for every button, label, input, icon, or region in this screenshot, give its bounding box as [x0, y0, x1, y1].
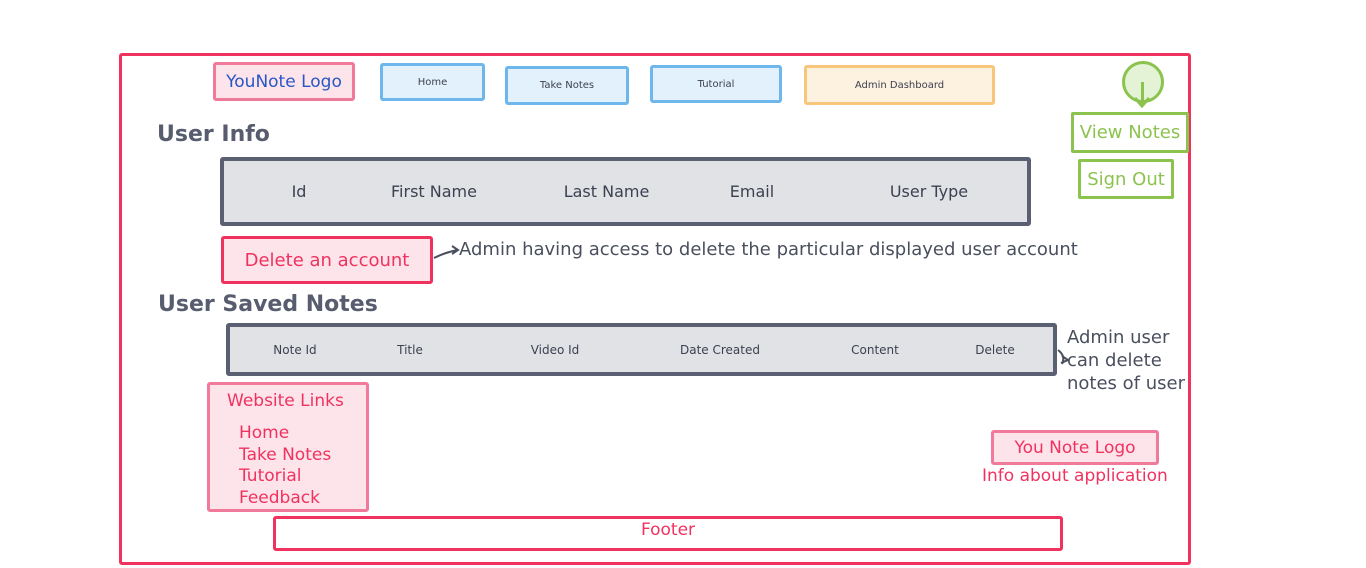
- user-info-table-header: Id First Name Last Name Email User Type: [220, 157, 1031, 226]
- delete-account-arrowhead: [451, 245, 460, 255]
- column-content: Content: [851, 342, 899, 357]
- avatar-pointer: [1141, 82, 1144, 104]
- sign-out-button[interactable]: Sign Out: [1078, 159, 1174, 199]
- footer-link-feedback[interactable]: Feedback: [239, 487, 320, 508]
- column-note-id: Note Id: [273, 342, 317, 357]
- website-links-title: Website Links: [227, 391, 344, 411]
- website-links-list: Home Take Notes Tutorial Feedback: [239, 423, 331, 509]
- nav-tutorial-button[interactable]: Tutorial: [650, 65, 782, 103]
- column-first-name: First Name: [391, 182, 477, 201]
- website-links-box: Website Links Home Take Notes Tutorial F…: [207, 382, 369, 512]
- nav-home-button[interactable]: Home: [380, 63, 485, 101]
- footer-bar: Footer: [273, 516, 1063, 551]
- younote-logo[interactable]: YouNote Logo: [213, 62, 355, 101]
- delete-account-button[interactable]: Delete an account: [221, 236, 433, 284]
- annotation-line: can delete: [1067, 350, 1162, 371]
- column-email: Email: [729, 182, 775, 201]
- column-user-type: User Type: [889, 182, 969, 201]
- delete-notes-annotation: Admin user can delete notes of user: [1067, 326, 1185, 395]
- footer-link-home[interactable]: Home: [239, 423, 290, 443]
- annotation-line: notes of user: [1067, 373, 1185, 394]
- annotation-line: Admin user: [1067, 327, 1170, 348]
- column-delete: Delete: [975, 342, 1015, 357]
- column-id: Id: [291, 182, 307, 201]
- saved-notes-heading: User Saved Notes: [158, 292, 378, 317]
- nav-take-notes-button[interactable]: Take Notes: [505, 66, 629, 105]
- delete-account-annotation: Admin having access to delete the partic…: [459, 239, 1078, 260]
- footer-logo[interactable]: You Note Logo: [991, 430, 1159, 465]
- footer-info: Info about application: [982, 466, 1168, 486]
- column-date-created: Date Created: [680, 342, 760, 357]
- user-info-heading: User Info: [157, 122, 270, 147]
- page-frame: [119, 53, 1191, 565]
- nav-admin-dashboard-button[interactable]: Admin Dashboard: [804, 65, 995, 105]
- column-title: Title: [397, 342, 423, 357]
- column-video-id: Video Id: [530, 342, 580, 357]
- footer-link-take-notes[interactable]: Take Notes: [239, 444, 332, 465]
- avatar-arrowhead: [1133, 97, 1151, 109]
- delete-notes-arrowhead: [1060, 355, 1071, 364]
- column-last-name: Last Name: [563, 182, 650, 201]
- view-notes-button[interactable]: View Notes: [1071, 112, 1189, 153]
- footer-link-tutorial[interactable]: Tutorial: [239, 466, 302, 486]
- saved-notes-table-header: Note Id Title Video Id Date Created Cont…: [226, 323, 1057, 376]
